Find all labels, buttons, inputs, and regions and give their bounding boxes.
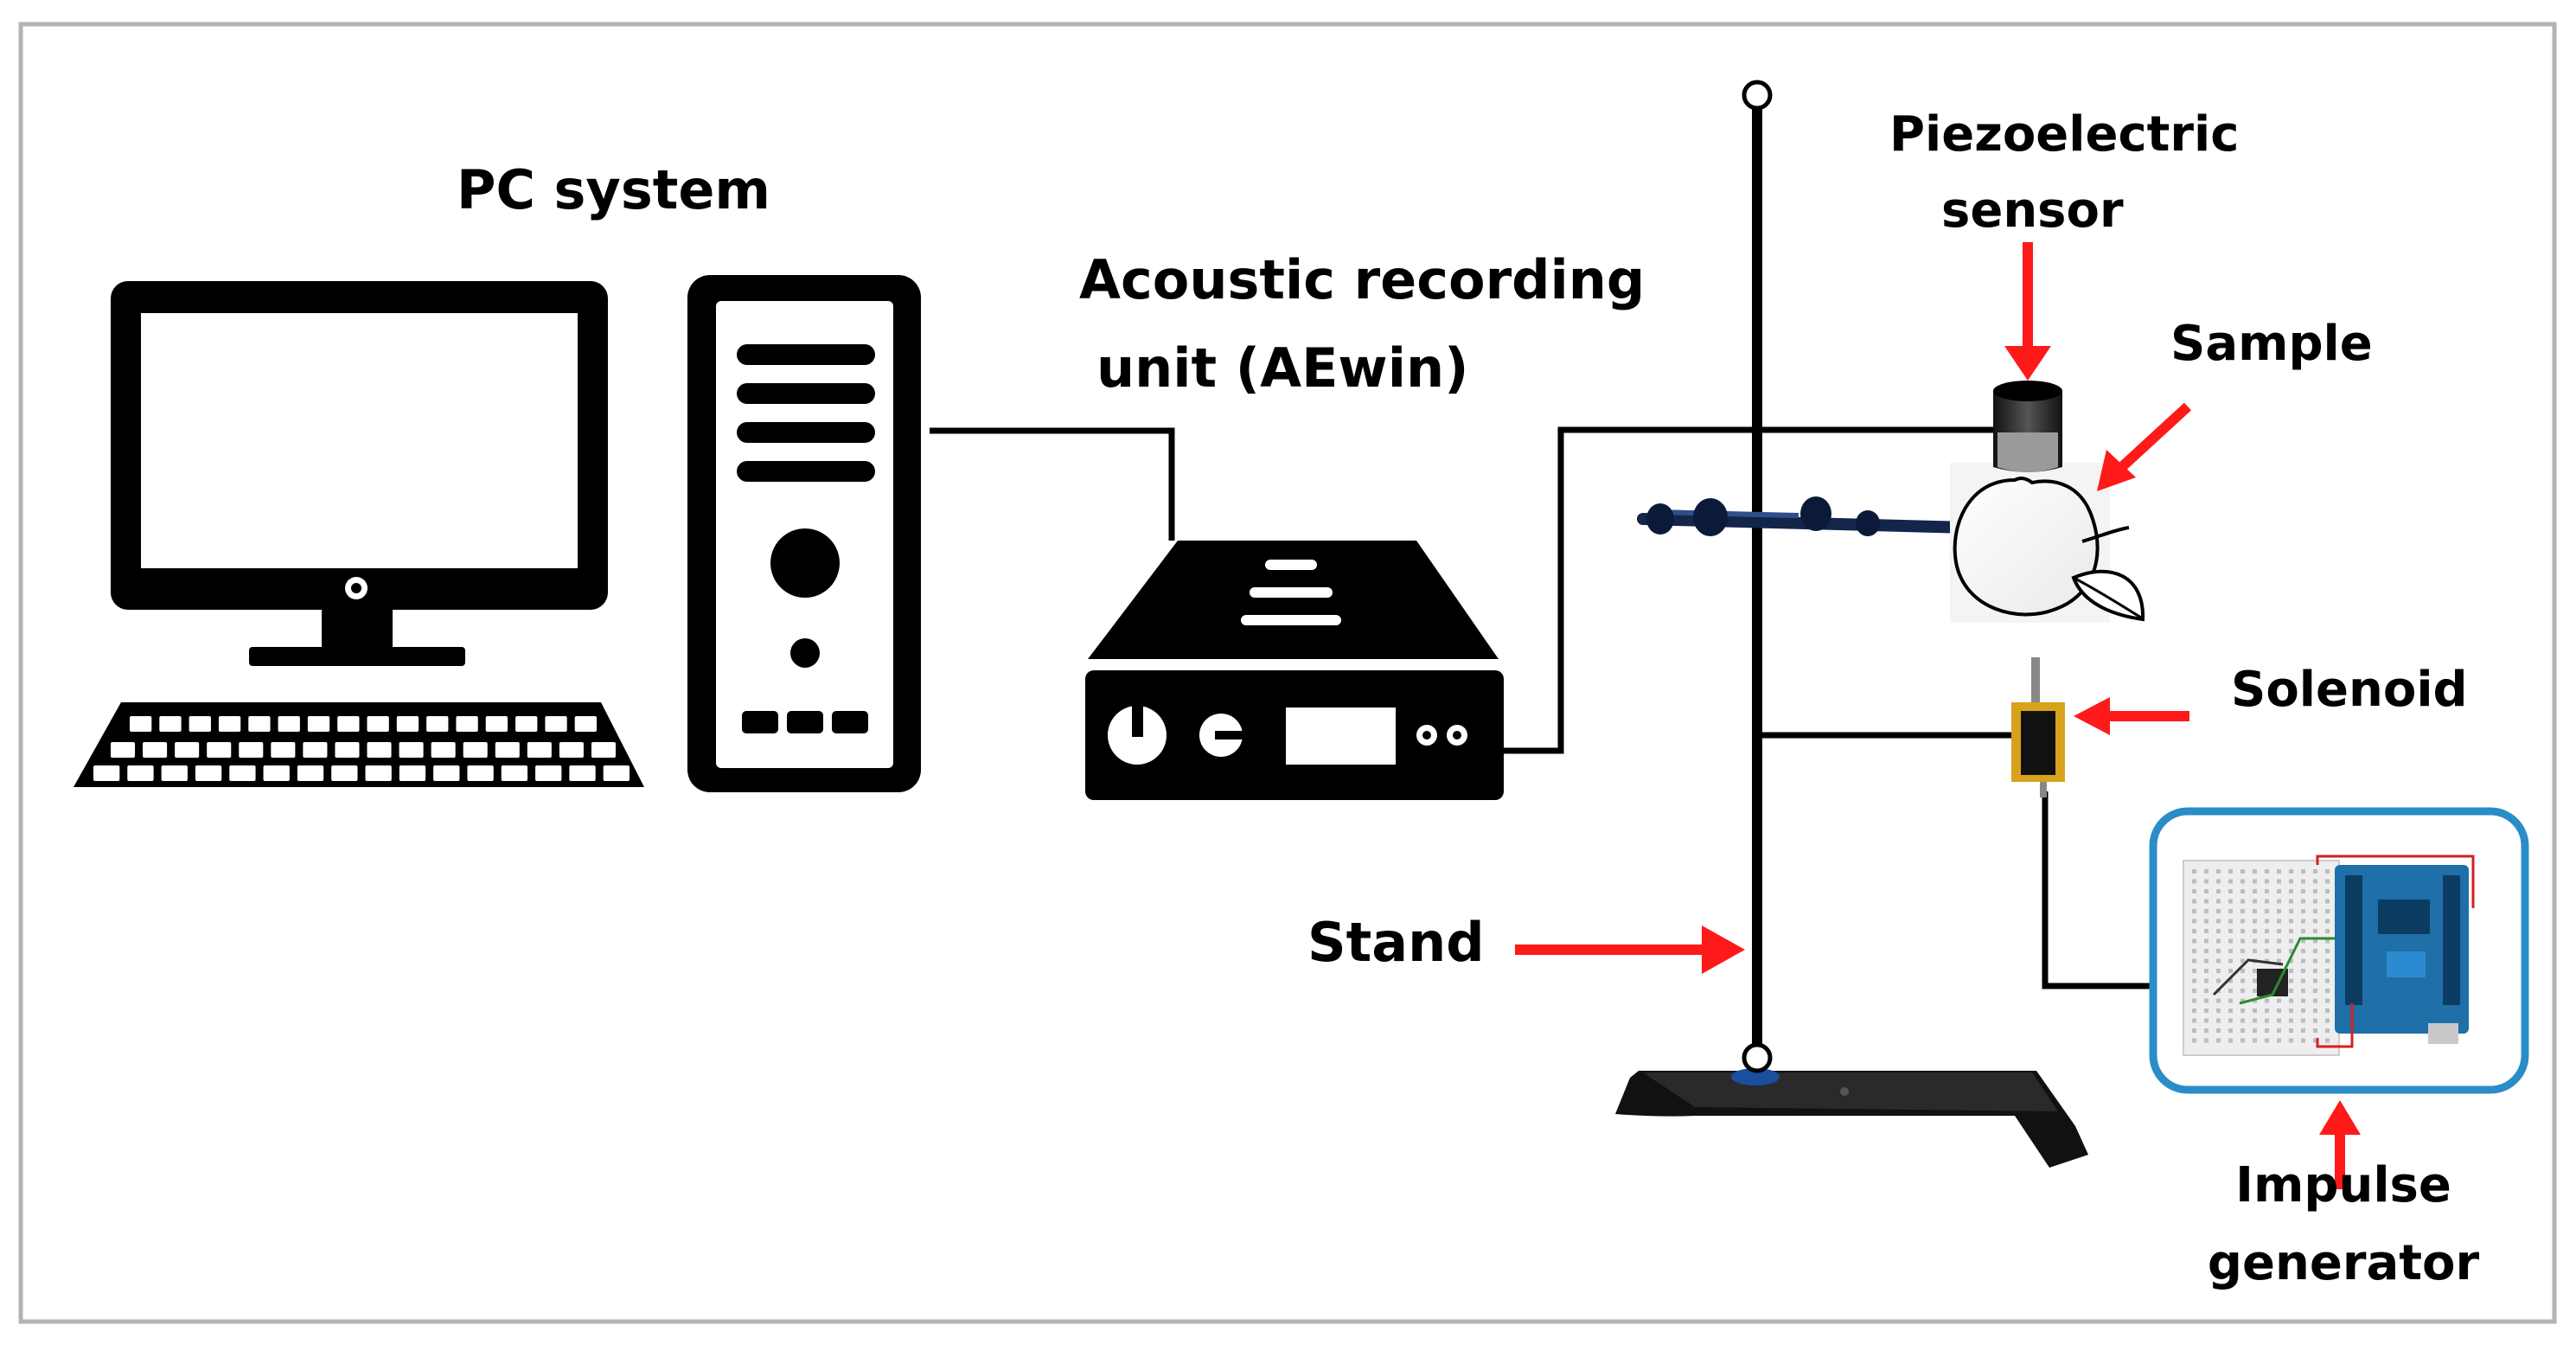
- solenoid-label: Solenoid: [2231, 662, 2468, 718]
- piezoelectric-sensor-icon: [1993, 381, 2062, 472]
- pc-system-label: PC system: [457, 158, 771, 221]
- pc-tower-icon: [687, 275, 921, 792]
- monitor-icon: [111, 281, 608, 666]
- pointer-arrows: [1515, 242, 2361, 1189]
- sensor-arrow: [2004, 242, 2051, 381]
- sensor-label-line1: Piezoelectric: [1889, 106, 2240, 163]
- sample-label: Sample: [2170, 316, 2373, 372]
- sensor-label-line2: sensor: [1941, 182, 2124, 239]
- acoustic-recorder-icon: [1085, 541, 1504, 800]
- impulse-generator-icon: [2149, 807, 2529, 1094]
- recorder-to-sensor-wire: [1503, 426, 1998, 754]
- impulse-generator-arrow: [2319, 1100, 2361, 1189]
- stand-arrow: [1515, 925, 1745, 974]
- recorder-label-line1: Acoustic recording: [1079, 248, 1646, 311]
- solenoid-arrow: [2074, 697, 2189, 735]
- stand-label: Stand: [1307, 911, 1485, 974]
- recorder-label-line2: unit (AEwin): [1096, 336, 1469, 400]
- clamp-icon: [1637, 496, 1973, 536]
- solenoid-icon: [2011, 657, 2065, 797]
- stand-icon: [1615, 80, 2088, 1168]
- pc-to-recorder-wire: [930, 427, 1175, 541]
- sample-arrow: [2097, 402, 2192, 491]
- apple-sample-icon: [1950, 463, 2145, 623]
- solenoid-to-generator-wire: [2042, 791, 2162, 989]
- impulse-label-line1: Impulse: [2235, 1157, 2451, 1213]
- connection-wires: [930, 426, 2162, 989]
- keyboard-icon: [74, 702, 644, 787]
- impulse-label-line2: generator: [2207, 1235, 2480, 1291]
